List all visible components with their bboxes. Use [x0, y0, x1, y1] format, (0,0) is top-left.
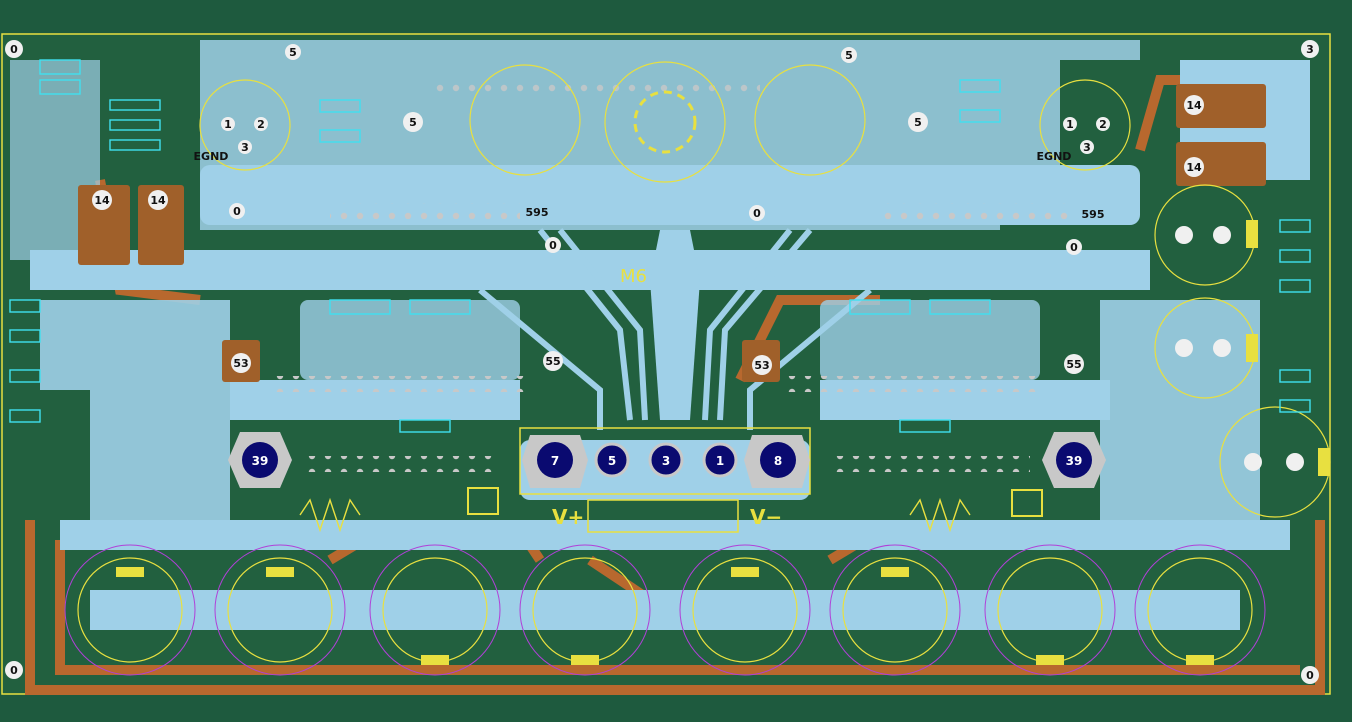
jumper-left — [467, 487, 499, 515]
smd-components — [9, 59, 1311, 433]
net-label: 55 — [1066, 358, 1081, 371]
connector-pin-label: 8 — [774, 454, 782, 468]
center-component-outline — [633, 90, 697, 154]
pin-label: 2 — [1099, 118, 1107, 131]
v-plus-label: V+ — [552, 505, 584, 529]
net-label: 14 — [94, 194, 110, 207]
net-label: 0 — [233, 205, 241, 218]
net-label: 0 — [549, 239, 557, 252]
connector-pin-label: 5 — [608, 454, 616, 468]
resistor-bank — [299, 497, 971, 533]
pin-label: 1 — [1066, 118, 1074, 131]
connector-pin-label: 7 — [551, 454, 559, 468]
net-label: 55 — [545, 355, 560, 368]
mounting-holes — [228, 432, 1106, 488]
pin-label: 3 — [1083, 141, 1091, 154]
net-label: 5 — [409, 116, 417, 129]
mount-label-right: 39 — [1066, 454, 1083, 468]
egnd-label-right: EGND — [1037, 150, 1072, 163]
net-label: 0 — [753, 207, 761, 220]
net-label: 14 — [150, 194, 166, 207]
net-label: 595 — [1082, 208, 1105, 221]
filter-capacitors — [64, 544, 1266, 676]
mount-label-left: 39 — [252, 454, 269, 468]
net-label: 53 — [754, 359, 769, 372]
net-label: 0 — [1070, 241, 1078, 254]
net-label: 5 — [845, 49, 853, 62]
corner-label-top-right: 3 — [1306, 43, 1314, 56]
pin-label: 1 — [224, 118, 232, 131]
v-minus-label: V− — [750, 505, 782, 529]
corner-label-bottom-left: 0 — [10, 664, 18, 677]
center-bus-traces — [478, 228, 872, 430]
jumper-right — [1011, 489, 1043, 517]
connector-pin-label: 1 — [716, 454, 724, 468]
electrolytic-pads — [1246, 220, 1330, 476]
net-label: 595 — [526, 206, 549, 219]
net-label: 14 — [1186, 161, 1202, 174]
net-label: 53 — [233, 357, 248, 370]
net-label: 5 — [914, 116, 922, 129]
pin-label: 3 — [241, 141, 249, 154]
net-label: 14 — [1186, 99, 1202, 112]
net-label: 5 — [289, 46, 297, 59]
egnd-label-left: EGND — [194, 150, 229, 163]
output-connector — [519, 427, 811, 533]
via-arrays — [270, 80, 1070, 472]
label-discs — [5, 40, 1319, 684]
board-silk-text: M6 — [620, 266, 647, 287]
connector-pin-label: 3 — [662, 454, 670, 468]
corner-label-bottom-right: 0 — [1306, 669, 1314, 682]
corner-label-top-left: 0 — [10, 43, 18, 56]
pin-label: 2 — [257, 118, 265, 131]
